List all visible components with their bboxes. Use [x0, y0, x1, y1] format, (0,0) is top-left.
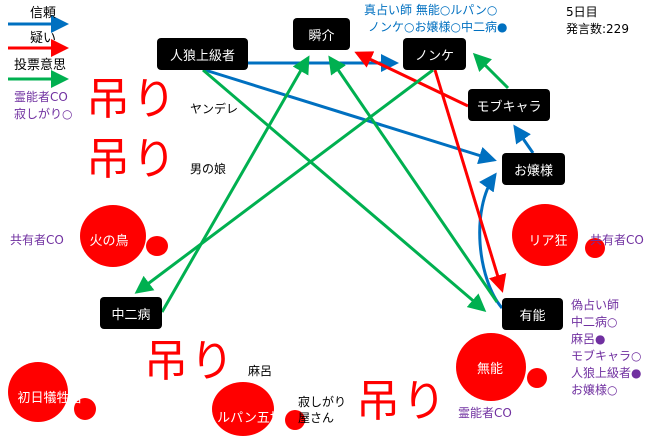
game-info: 5日目 発言数:229 [566, 4, 629, 38]
blood-splat [8, 362, 68, 422]
hanged-mark: 吊り [356, 376, 448, 427]
post-count: 発言数:229 [566, 22, 629, 36]
blood-splat [80, 205, 146, 267]
node-mob[interactable]: モブキャラ [468, 89, 550, 121]
blood-splat [527, 368, 547, 388]
node-chuni[interactable]: 中二病 [100, 297, 162, 329]
true-seer-line2: ノンケ○お嬢様○中二病● [368, 20, 508, 34]
arrow-jinro-yuunou-vote [202, 68, 487, 312]
hanged-sabishigari: 寂しがり 屋さん [298, 394, 346, 426]
arrow-mob-shunsuke-doubt [354, 51, 469, 108]
legend-vote-label: 投票意思 [14, 58, 67, 73]
hanged-mark: 吊り [144, 336, 236, 387]
blood-splat [512, 204, 578, 266]
blood-splat [74, 398, 96, 420]
medium-result: 寂しがり○ [14, 107, 73, 121]
node-nonke[interactable]: ノンケ [403, 38, 466, 70]
legend-trust-label: 信頼 [30, 6, 57, 21]
node-yuunou[interactable]: 有能 [502, 298, 563, 330]
medium-co-label: 霊能者CO [14, 90, 68, 104]
blood-splat [146, 236, 168, 256]
arrow-chuni-shunsuke-vote [160, 55, 310, 313]
hanged-maro: 麻呂 [248, 364, 273, 378]
node-riakyo[interactable]: リア狂 [528, 233, 568, 249]
blood-splat [285, 410, 305, 430]
day-label: 5日目 [566, 5, 598, 19]
node-shonichi[interactable]: 初日犠牲者 [17, 390, 83, 406]
arrow-nonke-yuunou-doubt [433, 69, 507, 293]
blood-splat [456, 333, 526, 401]
node-shunsuke[interactable]: 瞬介 [293, 18, 350, 50]
medium-co-note: 霊能者CO 寂しがり○ [14, 89, 72, 123]
hanged-yandere: ヤンデレ [190, 102, 239, 116]
medium-co-bottom: 霊能者CO [458, 406, 512, 420]
shared-co-left: 共有者CO [10, 233, 64, 247]
arrow-yuunou-shunsuke-vote [328, 55, 499, 303]
node-hinotori[interactable]: 火の鳥 [89, 233, 129, 249]
true-seer-results: 真占い師 無能○ルパン○ ノンケ○お嬢様○中二病● [364, 2, 507, 36]
fake-seer-result: 中二病○ [571, 315, 618, 329]
node-ojou[interactable]: お嬢様 [502, 153, 565, 185]
fake-seer-result: モブキャラ○ [571, 349, 642, 363]
node-jinro[interactable]: 人狼上級者 [157, 38, 248, 70]
hanged-otokonoko: 男の娘 [190, 162, 227, 176]
arrow-yuunou-ojou-trust [478, 172, 504, 309]
shared-co-right: 共有者CO [590, 233, 644, 247]
fake-seer-result: 人狼上級者● [571, 366, 642, 380]
blood-splat [585, 238, 605, 258]
arrow-nonke-chuni-vote [134, 68, 434, 294]
legend-doubt-label: 疑い [30, 31, 57, 46]
hanged-sabishigari-line1: 寂しがり [298, 395, 347, 409]
hanged-mark: 吊り [86, 134, 178, 185]
fake-seer-title: 偽占い師 [571, 298, 620, 312]
true-seer-line1: 真占い師 無能○ルパン○ [364, 3, 498, 17]
node-lupin[interactable]: ルパン五世 [217, 410, 283, 426]
hanged-mark: 吊り [86, 74, 178, 125]
fake-seer-results: 偽占い師 中二病○ 麻呂● モブキャラ○ 人狼上級者● お嬢様○ [571, 297, 641, 399]
arrow-ojou-mob-trust [513, 124, 535, 154]
fake-seer-result: お嬢様○ [571, 383, 618, 397]
hanged-sabishigari-line2: 屋さん [298, 411, 335, 425]
arrow-jinro-ojou-trust [204, 68, 497, 165]
arrow-mob-nonke-vote [472, 52, 510, 90]
node-munou[interactable]: 無能 [476, 361, 503, 377]
fake-seer-result: 麻呂● [571, 332, 606, 346]
blood-splat [212, 382, 274, 436]
